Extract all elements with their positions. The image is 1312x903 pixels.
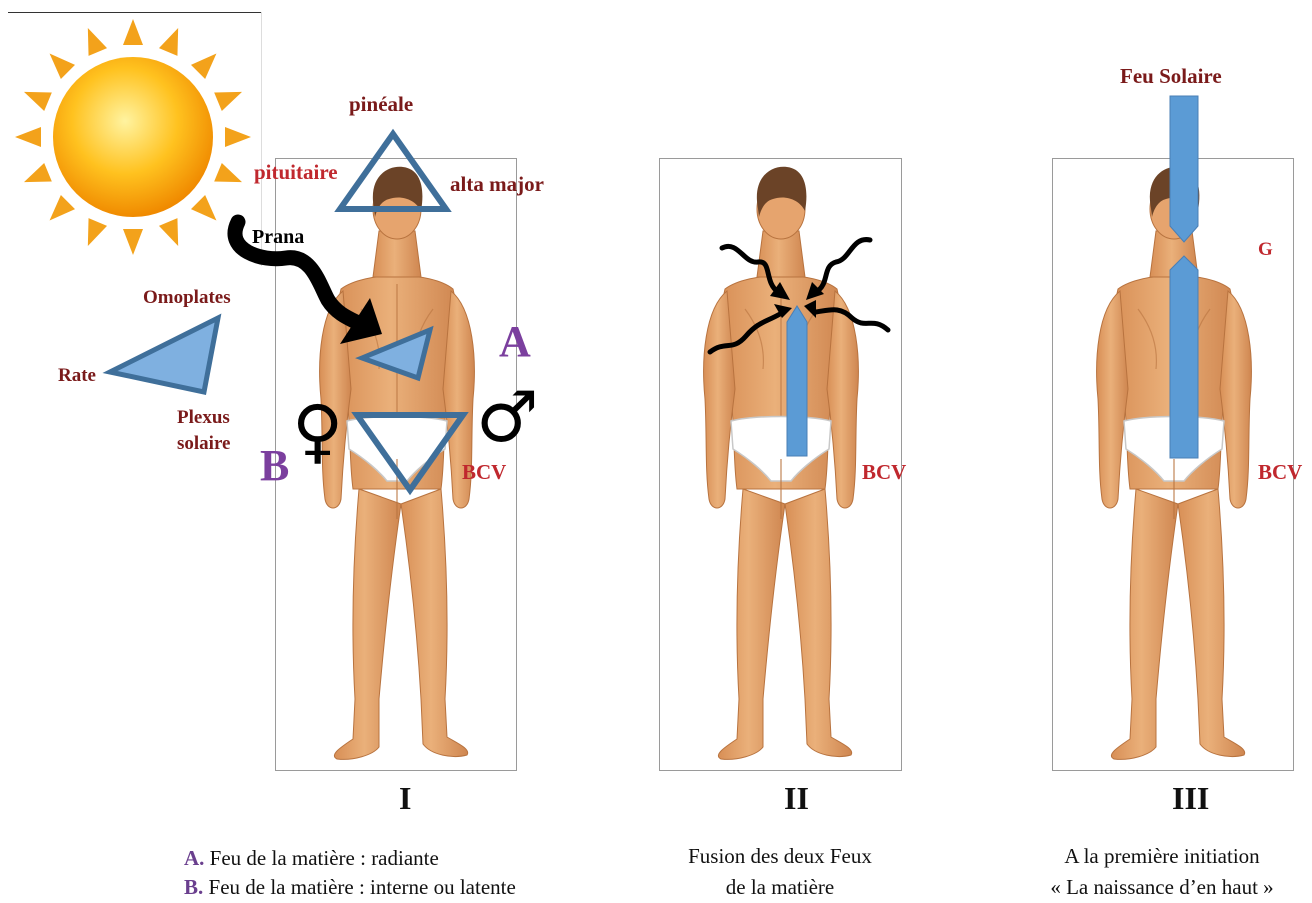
- bcv-label-panel-2: BCV: [862, 462, 906, 483]
- panel-3-caption-line1: A la première initiation: [1014, 841, 1310, 872]
- panel-2-numeral: II: [784, 780, 809, 817]
- feu-solaire-label: Feu Solaire: [1120, 66, 1222, 87]
- head-triangle: [340, 134, 446, 209]
- pituitaire-label: pituitaire: [254, 162, 338, 183]
- solar-column-down: [1170, 96, 1198, 242]
- plexus-label-line2: solaire: [177, 434, 230, 453]
- legend-item-a: A. Feu de la matière : radiante: [184, 843, 439, 874]
- fusion-column: [787, 306, 807, 456]
- rate-label: Rate: [58, 366, 96, 385]
- mars-symbol-icon: ♂: [476, 382, 539, 452]
- spleen-triangle: [110, 318, 218, 392]
- omoplates-label: Omoplates: [143, 288, 231, 307]
- panel-2-caption-line1: Fusion des deux Feux: [652, 841, 908, 872]
- g-label: G: [1258, 240, 1273, 259]
- venus-symbol-icon: ♀: [292, 396, 343, 466]
- b-label: B: [260, 444, 289, 488]
- legend-item-b: B. Feu de la matière : interne ou latent…: [184, 872, 516, 903]
- pineale-label: pinéale: [349, 94, 413, 115]
- legend-text-b: Feu de la matière : interne ou latente: [203, 875, 516, 899]
- plexus-label-line1: Plexus: [177, 408, 230, 427]
- prana-label: Prana: [252, 227, 304, 247]
- alta-major-label: alta major: [450, 174, 544, 195]
- panel-2-caption: Fusion des deux Feux de la matière: [652, 841, 908, 903]
- solar-column-up: [1170, 256, 1198, 458]
- bcv-label-panel-1: BCV: [462, 462, 506, 483]
- panel-3-numeral: III: [1172, 780, 1209, 817]
- legend-key-b: B.: [184, 875, 203, 899]
- panel-1-numeral: I: [399, 780, 411, 817]
- legend-key-a: A.: [184, 846, 204, 870]
- panel-3-caption: A la première initiation « La naissance …: [1014, 841, 1310, 903]
- panel-3-caption-line2: « La naissance d’en haut »: [1014, 872, 1310, 903]
- pelvis-triangle: [357, 415, 463, 490]
- a-label: A: [499, 320, 531, 364]
- bcv-label-panel-3: BCV: [1258, 462, 1302, 483]
- back-triangle: [362, 330, 430, 378]
- panel-2-caption-line2: de la matière: [652, 872, 908, 903]
- legend-text-a: Feu de la matière : radiante: [204, 846, 438, 870]
